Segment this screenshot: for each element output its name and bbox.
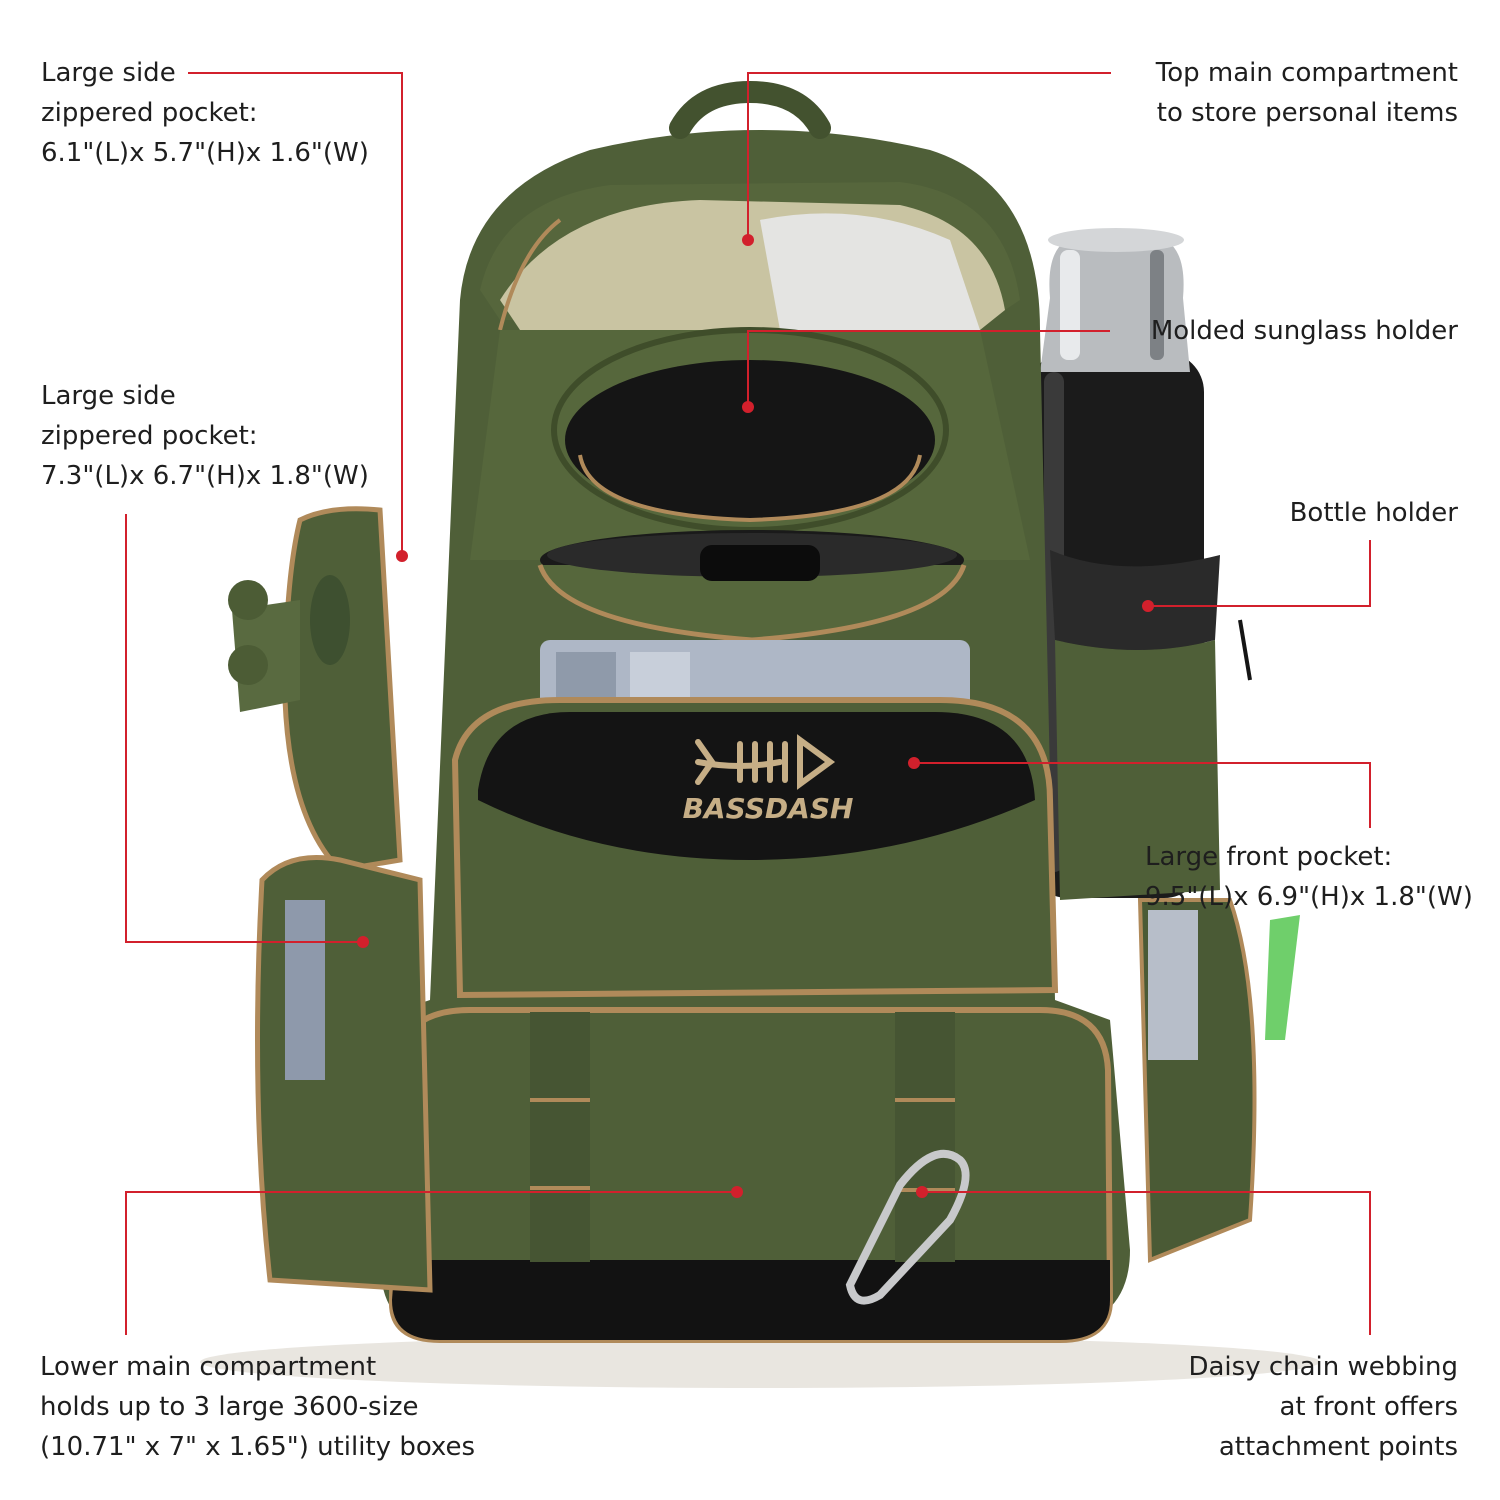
floor-shadow <box>200 1336 1320 1388</box>
callout-line-text: attachment points <box>1218 1432 1458 1462</box>
top-handle <box>669 80 831 139</box>
brand-text: BASSDASH <box>683 792 854 825</box>
callout-sunglass-holder: Molded sunglass holder <box>1151 311 1458 351</box>
callout-line-text: Daisy chain webbing <box>1188 1352 1458 1382</box>
callout-dot-daisy-chain <box>916 1186 928 1198</box>
callout-dot-front-pocket <box>908 757 920 769</box>
callout-lower-compartment: Lower main compartment holds up to 3 lar… <box>40 1347 475 1467</box>
callout-line-text: to store personal items <box>1156 98 1458 128</box>
callout-line-bottle-holder <box>1148 540 1371 607</box>
callout-dot-side-pocket-upper <box>396 550 408 562</box>
callout-dot-lower-compartment <box>731 1186 743 1198</box>
callout-line-text: Large front pocket: <box>1145 842 1393 872</box>
callout-line-text: Bottle holder <box>1289 498 1458 528</box>
callout-dot-side-pocket-lower <box>357 936 369 948</box>
callout-line-text: Top main compartment <box>1155 58 1458 88</box>
carabiner <box>845 1149 970 1305</box>
callout-line-text: zippered pocket: <box>41 421 258 451</box>
bottle-mesh <box>1050 550 1220 650</box>
pliers-handle <box>1265 915 1300 1040</box>
callout-line-side-pocket-upper <box>188 72 403 556</box>
callout-line-text: 6.1"(L)x 5.7"(H)x 1.6"(W) <box>41 138 369 168</box>
callout-line-text: Lower main compartment <box>40 1352 377 1382</box>
callout-dot-bottle-holder <box>1142 600 1154 612</box>
callout-line-text: 7.3"(L)x 6.7"(H)x 1.8"(W) <box>41 461 369 491</box>
callout-line-text: at front offers <box>1279 1392 1458 1422</box>
logo-panel <box>478 712 1035 860</box>
callout-line-lower-compartment <box>125 1191 737 1335</box>
sunglass-holder-pad <box>565 360 935 520</box>
callout-line-text: 9.5"(L)x 6.9"(H)x 1.8"(W) <box>1145 882 1473 912</box>
callout-line-text: Large side <box>41 381 176 411</box>
callout-side-pocket-upper: Large side zippered pocket: 6.1"(L)x 5.7… <box>41 53 369 173</box>
callout-line-text: zippered pocket: <box>41 98 258 128</box>
callout-line-text: Large side <box>41 58 176 88</box>
callout-line-side-pocket-lower <box>125 514 363 943</box>
callout-dot-sunglass-holder <box>742 401 754 413</box>
callout-dot-top-compartment <box>742 234 754 246</box>
callout-line-top-compartment <box>747 72 1111 240</box>
callout-line-text: Molded sunglass holder <box>1150 316 1458 346</box>
callout-line-daisy-chain <box>922 1191 1371 1335</box>
callout-line-text: holds up to 3 large 3600-size <box>40 1392 419 1422</box>
callout-line-sunglass-holder <box>747 330 1110 407</box>
callout-side-pocket-lower: Large side zippered pocket: 7.3"(L)x 6.7… <box>41 376 369 496</box>
bassdash-logo-fish <box>695 734 836 790</box>
daisy-chain-strap-left <box>530 1012 590 1262</box>
callout-daisy-chain: Daisy chain webbing at front offers atta… <box>1188 1347 1458 1467</box>
callout-line-text: (10.71" x 7" x 1.65") utility boxes <box>40 1432 476 1462</box>
callout-bottle-holder: Bottle holder <box>1290 493 1458 533</box>
callout-top-compartment: Top main compartment to store personal i… <box>1156 53 1458 133</box>
callout-front-pocket: Large front pocket: 9.5"(L)x 6.9"(H)x 1.… <box>1145 837 1473 917</box>
callout-line-front-pocket <box>914 762 1371 828</box>
